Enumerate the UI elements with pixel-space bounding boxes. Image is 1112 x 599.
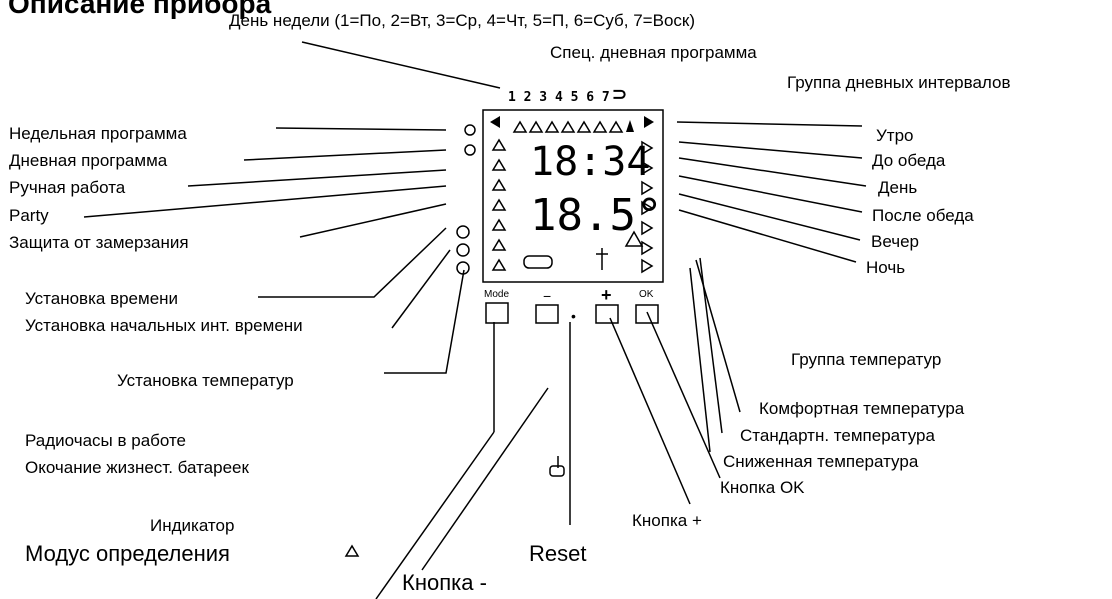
ok-button-mark: OK — [639, 289, 654, 300]
lcd-frame — [482, 109, 664, 283]
label-day-interval-group: Группа дневных интервалов — [787, 73, 1011, 92]
label-indicator: Индикатор — [150, 516, 235, 535]
label-day: День — [878, 178, 918, 197]
label-party: Party — [9, 206, 49, 225]
label-morning: Утро — [876, 126, 914, 145]
page-title: Описание прибора — [8, 0, 272, 19]
mode-button-mark: Mode — [484, 289, 510, 300]
label-radio-clock: Радиочасы в работе — [25, 431, 187, 450]
label-set-intervals: Установка начальных инт. времени — [25, 316, 303, 335]
weekday-digits: 1 2 3 4 5 6 7 — [508, 90, 610, 105]
label-weekly-program: Недельная программа — [9, 124, 187, 143]
label-ok-button: Кнопка OK — [720, 478, 805, 497]
lcd-time: 18:34 — [530, 139, 651, 185]
warning-icon — [624, 230, 644, 247]
label-manual-mode: Ручная работа — [9, 178, 126, 197]
reset-hole: • — [571, 308, 576, 324]
lcd-temperature: 18.5° — [530, 190, 663, 241]
label-reduced-temperature: Сниженная температура — [723, 452, 919, 471]
label-plus-button: Кнопка + — [632, 511, 702, 530]
label-reset: Reset — [529, 541, 587, 566]
label-night: Ночь — [866, 258, 906, 277]
label-after-lunch: После обеда — [872, 206, 974, 225]
ok-button-shape — [635, 304, 659, 324]
battery-icon — [523, 255, 553, 269]
label-temperature-group: Группа температур — [791, 350, 942, 369]
plus-button-shape — [595, 304, 619, 324]
label-frost-protection: Защита от замерзания — [9, 233, 189, 252]
label-comfort-temperature: Комфортная температура — [759, 399, 965, 418]
minus-button-mark: − — [543, 288, 552, 304]
label-battery-low: Окочание жизнест. батареек — [25, 458, 249, 477]
label-before-lunch: До обеда — [872, 151, 946, 170]
label-set-time: Установка времени — [25, 289, 179, 308]
label-minus-button: Кнопка - — [402, 570, 487, 595]
label-standard-temperature: Стандартн. температура — [740, 426, 935, 445]
label-weekday: День недели (1=По, 2=Вт, 3=Ср, 4=Чт, 5=П… — [229, 11, 695, 30]
label-daily-program: Дневная программа — [9, 151, 168, 170]
mode-button-shape — [485, 302, 509, 324]
minus-button-shape — [535, 304, 559, 324]
label-evening: Вечер — [871, 232, 919, 251]
label-set-temperatures: Установка температур — [117, 371, 294, 390]
label-special-day: Спец. дневная программа — [550, 43, 757, 62]
special-day-icon: ⊃ — [612, 84, 628, 104]
plus-button-mark: + — [601, 285, 612, 305]
label-detection-mode: Модус определения — [25, 541, 230, 566]
